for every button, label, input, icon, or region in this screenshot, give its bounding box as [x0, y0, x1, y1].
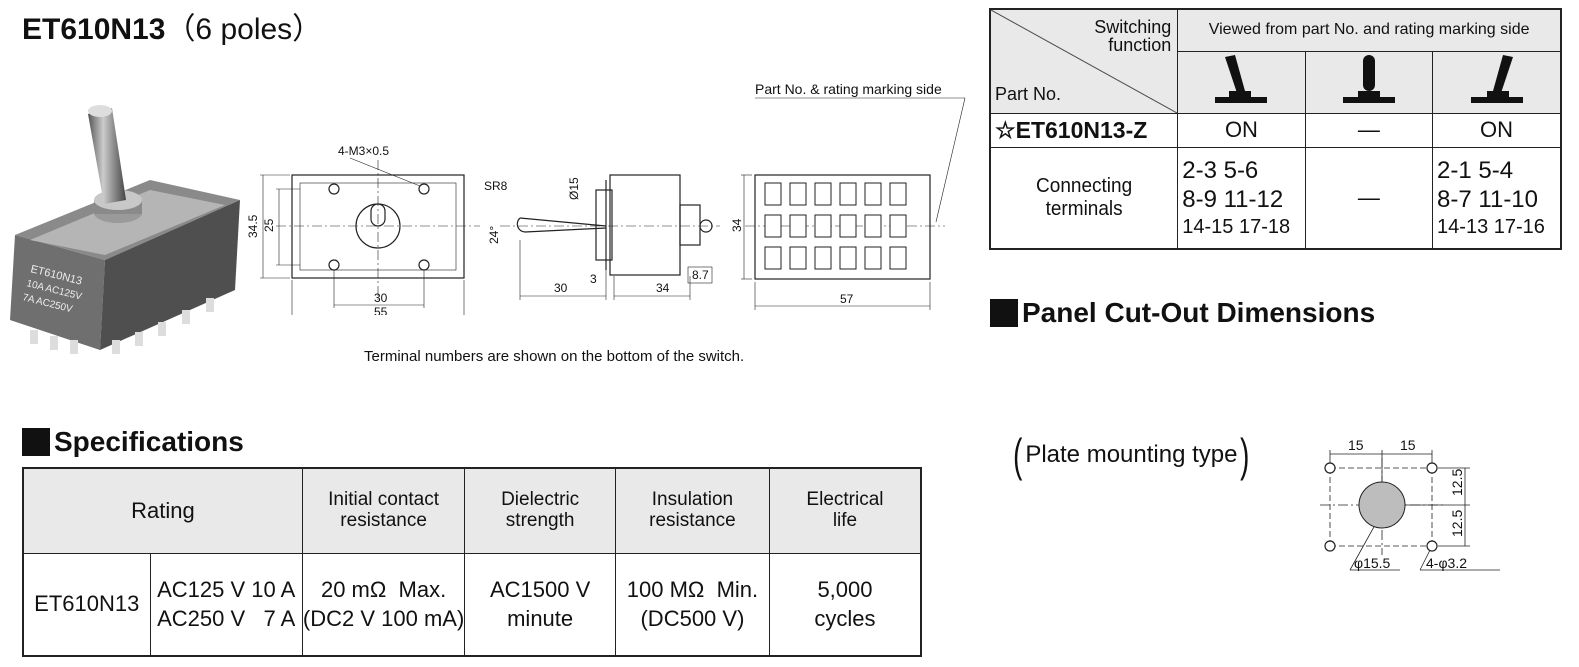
page-title: ET610N13（6 poles）	[22, 4, 322, 48]
dim-screw: 4-M3×0.5	[338, 144, 389, 158]
cutout-heading: Panel Cut-Out Dimensions	[990, 297, 1375, 329]
dim-len-front: 30	[554, 281, 568, 295]
terminals-right: 2-1 5-4 8-7 11-10 14-13 17-16	[1432, 146, 1562, 250]
lever-center-icon	[1304, 50, 1434, 114]
dim-side-w: 57	[840, 292, 854, 306]
header-rating: Rating	[22, 467, 303, 554]
dim-sr: SR8	[484, 179, 508, 193]
terminals-left: 2-3 5-6 8-9 11-12 14-15 17-18	[1177, 146, 1306, 250]
dim-h-outer: 34.5	[246, 214, 260, 238]
sw-lever-row	[990, 50, 1562, 114]
dimension-drawings: 4-M3×0.5 34.5 25 30 55 SR8 Ø15 24° 30 3 …	[246, 81, 966, 315]
state-right: ON	[1432, 112, 1562, 148]
dim-thick: 3	[590, 272, 597, 286]
dim-dia: Ø15	[567, 177, 581, 200]
state-left: ON	[1177, 112, 1306, 148]
cutout-diagram: 15 15 12.5 12.5 φ15.5 4-φ3.2	[1320, 437, 1500, 571]
dim-angle: 24°	[487, 226, 501, 244]
cutout-dim-v1: 12.5	[1449, 469, 1465, 496]
cutout-dim-h1: 15	[1348, 437, 1364, 453]
heading-square-icon	[22, 428, 50, 456]
part-no-label: Part No.	[995, 83, 1062, 104]
model-title: ET610N13	[22, 13, 166, 46]
sw-terminal-row: Connecting terminals 2-3 5-6 8-9 11-12 1…	[990, 146, 1562, 250]
lever-left-icon	[1177, 50, 1306, 114]
cutout-heading-text: Panel Cut-Out Dimensions	[1022, 297, 1376, 328]
specifications-heading-text: Specifications	[54, 426, 244, 457]
plate-mounting-text: Plate mounting type	[1025, 441, 1238, 468]
poles-title: （6 poles）	[165, 13, 323, 46]
cutout-dim-h2: 15	[1400, 437, 1416, 453]
cutout-hole-dia: 4-φ3.2	[1426, 555, 1467, 571]
cell-insulation: 100 MΩ Min.(DC500 V)	[614, 552, 770, 657]
plate-mounting-label: ( Plate mounting type )	[1013, 429, 1250, 481]
dim-len-body: 34	[656, 281, 670, 295]
terminals-center: —	[1304, 146, 1434, 250]
sw-part-row: ☆ET610N13-Z ON — ON	[989, 112, 1562, 148]
cutout-center-dia: φ15.5	[1354, 555, 1391, 571]
switch-photo: ET610N13 10A AC125V 7A AC250V	[10, 105, 240, 354]
cell-model: ET610N13	[22, 552, 151, 657]
state-center: —	[1304, 112, 1434, 148]
dim-h-inner: 25	[262, 218, 276, 232]
dim-term: 8.7	[692, 268, 709, 282]
dim-w-holes: 30	[374, 291, 388, 305]
terminal-note: Terminal numbers are shown on the bottom…	[364, 348, 745, 365]
dim-w-body: 55	[374, 305, 388, 315]
connecting-terminals-label: Connecting terminals	[994, 146, 1174, 250]
marking-side-label: Part No. & rating marking side	[755, 81, 942, 97]
specifications-heading: Specifications	[22, 426, 244, 458]
lever-right-icon	[1432, 50, 1562, 114]
viewed-from-label: Viewed from part No. and rating marking …	[1177, 8, 1562, 52]
cutout-dim-v2: 12.5	[1449, 510, 1465, 537]
heading-square-icon	[990, 299, 1018, 327]
cell-contact: 20 mΩ Max.(DC2 V 100 mA)	[301, 552, 466, 657]
part-number: ☆ET610N13-Z	[989, 112, 1179, 148]
dim-side-h: 34	[730, 218, 744, 232]
